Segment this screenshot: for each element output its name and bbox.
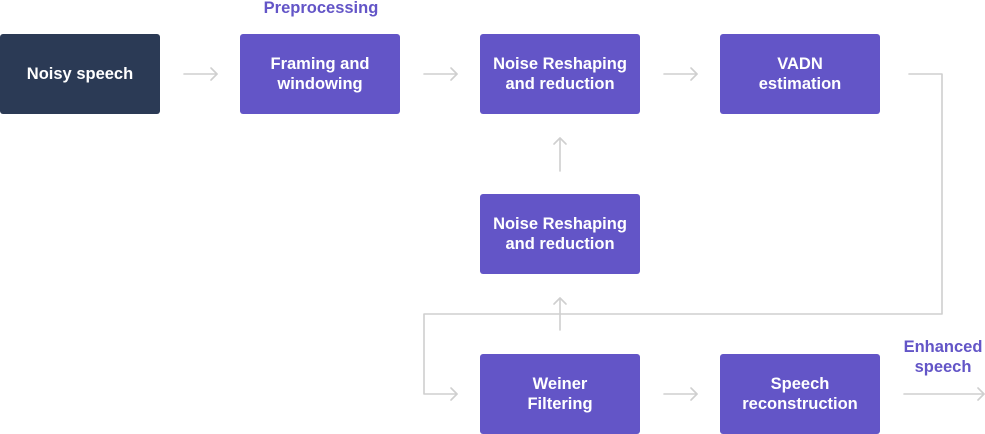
arrow-noisy-to-framing	[183, 67, 218, 81]
vadn-estimation-node: VADN estimation	[720, 34, 880, 114]
arrow-weiner-to-speech-reconstruction	[663, 387, 698, 401]
noise-reshaping-mid-node: Noise Reshaping and reduction	[480, 194, 640, 274]
noise-reshaping-top-node: Noise Reshaping and reduction	[480, 34, 640, 114]
arrow-noise-reshaping-mid-to-top	[553, 137, 567, 172]
arrow-noise-reshaping-to-vadn	[663, 67, 698, 81]
vadn-estimation-label: VADN estimation	[758, 55, 842, 93]
preprocessing-label: Preprocessing	[263, 0, 379, 17]
noisy-speech-node: Noisy speech	[0, 34, 160, 114]
enhanced-speech-label: Enhanced speech	[903, 338, 983, 376]
framing-windowing-node: Framing and windowing	[240, 34, 400, 114]
weiner-filtering-label: Weiner Filtering	[527, 375, 593, 413]
noise-reshaping-top-label: Noise Reshaping and reduction	[493, 55, 627, 93]
speech-reconstruction-label: Speech reconstruction	[742, 375, 858, 413]
arrow-output	[903, 387, 985, 401]
speech-reconstruction-node: Speech reconstruction	[720, 354, 880, 434]
framing-windowing-label: Framing and windowing	[270, 55, 370, 93]
arrow-weiner-to-noise-reshaping-mid	[553, 297, 567, 331]
arrow-framing-to-noise-reshaping	[423, 67, 458, 81]
weiner-filtering-node: Weiner Filtering	[480, 354, 640, 434]
noisy-speech-label: Noisy speech	[26, 65, 134, 83]
connector-vadn-to-weiner	[423, 73, 943, 401]
noise-reshaping-mid-label: Noise Reshaping and reduction	[493, 215, 627, 253]
